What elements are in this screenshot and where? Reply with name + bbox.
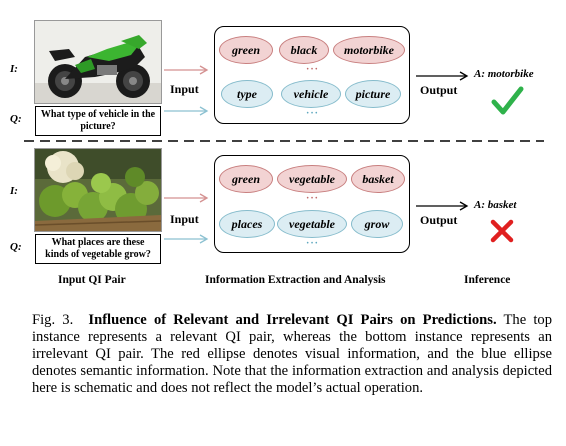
answer-text: A: basket — [474, 199, 517, 211]
question-box: What type of vehicle in the picture? — [35, 106, 161, 136]
image-row-label: I: — [10, 185, 18, 197]
caption-fig-label: Fig. 3. — [32, 312, 74, 328]
vegetable-image — [34, 148, 162, 232]
column-label-analysis: Information Extraction and Analysis — [205, 274, 386, 286]
visual-term: basket — [351, 165, 405, 193]
input-label: Input — [170, 212, 199, 226]
visual-term: vegetable — [277, 165, 347, 193]
caption-body: The top instance represents a relevant Q… — [32, 312, 552, 396]
input-arrows — [164, 65, 209, 116]
question-row-label: Q: — [10, 241, 22, 253]
input-label: Input — [170, 82, 199, 96]
semantic-term: picture — [345, 80, 401, 108]
caption-title: Influence of Relevant and Irrelevant QI … — [88, 312, 497, 328]
output-label: Output — [420, 83, 458, 97]
semantic-term: type — [221, 80, 273, 108]
output-label: Output — [420, 213, 458, 227]
output-arrow — [416, 71, 469, 81]
answer-text: A: motorbike — [474, 68, 534, 80]
semantic-more-dots: ··· — [306, 108, 320, 119]
row-separator — [24, 140, 544, 142]
cross-icon — [490, 219, 514, 243]
analysis-panel — [214, 155, 410, 253]
column-label-inference: Inference — [464, 274, 511, 286]
semantic-term: places — [219, 210, 275, 238]
question-row-label: Q: — [10, 113, 22, 125]
semantic-term: vegetable — [277, 210, 347, 238]
visual-term: motorbike — [333, 36, 405, 64]
visual-more-dots: ··· — [306, 64, 320, 75]
check-icon — [491, 86, 524, 115]
visual-term: black — [279, 36, 329, 64]
input-arrows — [164, 193, 209, 244]
figure: I: What type of vehicle in the picture? … — [10, 20, 544, 286]
image-row-label: I: — [10, 63, 18, 75]
column-label-input: Input QI Pair — [58, 274, 126, 286]
output-arrow — [416, 201, 469, 211]
semantic-more-dots: ··· — [306, 238, 320, 249]
figure-caption: Fig. 3. Influence of Relevant and Irrele… — [32, 312, 552, 397]
analysis-panel — [214, 26, 410, 124]
visual-term: green — [219, 165, 273, 193]
semantic-term: grow — [351, 210, 403, 238]
semantic-term: vehicle — [281, 80, 341, 108]
question-box: What places are these kinds of vegetable… — [35, 234, 161, 264]
visual-more-dots: ··· — [306, 193, 320, 204]
motorbike-image — [34, 20, 162, 104]
visual-term: green — [219, 36, 273, 64]
